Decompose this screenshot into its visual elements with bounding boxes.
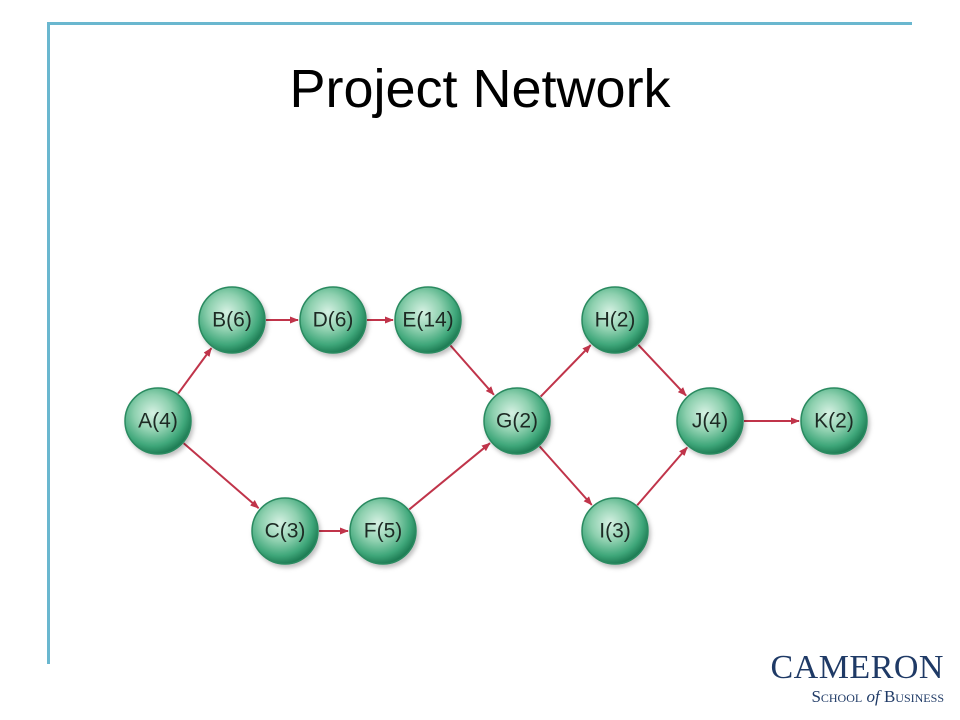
logo-sub-italic: of bbox=[866, 687, 880, 706]
nodes-layer: A(4) B(6) C(3) D(6) E(14) F(5) G(2) H(2) I(3) J(4… bbox=[124, 286, 868, 565]
slide-title: Project Network bbox=[289, 59, 671, 119]
node-circle-A bbox=[124, 387, 192, 455]
node-G: G(2) bbox=[483, 387, 551, 455]
node-J: J(4) bbox=[676, 387, 744, 455]
cameron-logo: CAMERON School of Business bbox=[770, 650, 944, 708]
node-circle-K bbox=[800, 387, 868, 455]
node-D: D(6) bbox=[299, 286, 367, 354]
edge-E-G bbox=[449, 344, 495, 396]
node-label-F: F(5) bbox=[364, 520, 403, 543]
node-circle-I bbox=[581, 497, 649, 565]
node-circle-B bbox=[198, 286, 266, 354]
frame-top-rule bbox=[48, 22, 912, 25]
node-circle-C bbox=[251, 497, 319, 565]
node-label-A: A(4) bbox=[138, 410, 178, 433]
node-circle-J bbox=[676, 387, 744, 455]
node-F: F(5) bbox=[349, 497, 417, 565]
frame-left-rule bbox=[47, 22, 50, 664]
node-label-H: H(2) bbox=[595, 309, 636, 332]
node-label-D: D(6) bbox=[313, 309, 354, 332]
node-C: C(3) bbox=[251, 497, 319, 565]
node-label-K: K(2) bbox=[814, 410, 854, 433]
node-label-I: I(3) bbox=[599, 520, 631, 543]
node-label-E: E(14) bbox=[402, 309, 453, 332]
node-K: K(2) bbox=[800, 387, 868, 455]
logo-sub-text: School of Business bbox=[770, 686, 944, 708]
node-label-B: B(6) bbox=[212, 309, 252, 332]
logo-sub-after: Business bbox=[879, 687, 944, 706]
edge-H-J bbox=[637, 344, 687, 397]
node-circle-H bbox=[581, 286, 649, 354]
node-B: B(6) bbox=[198, 286, 266, 354]
node-circle-D bbox=[299, 286, 367, 354]
edge-G-H bbox=[539, 344, 592, 398]
logo-sub-before: School bbox=[811, 687, 867, 706]
node-I: I(3) bbox=[581, 497, 649, 565]
edge-A-C bbox=[183, 442, 260, 509]
node-label-J: J(4) bbox=[692, 410, 728, 433]
node-E: E(14) bbox=[394, 286, 462, 354]
edge-G-I bbox=[538, 445, 593, 506]
node-circle-F bbox=[349, 497, 417, 565]
node-circle-E bbox=[394, 286, 462, 354]
edge-A-B bbox=[177, 347, 213, 395]
node-H: H(2) bbox=[581, 286, 649, 354]
logo-main-text: CAMERON bbox=[770, 649, 944, 686]
edge-F-G bbox=[408, 442, 491, 511]
edges-layer bbox=[177, 316, 800, 535]
node-A: A(4) bbox=[124, 387, 192, 455]
node-label-G: G(2) bbox=[496, 410, 538, 433]
node-circle-G bbox=[483, 387, 551, 455]
node-label-C: C(3) bbox=[265, 520, 306, 543]
edge-I-J bbox=[636, 446, 688, 506]
